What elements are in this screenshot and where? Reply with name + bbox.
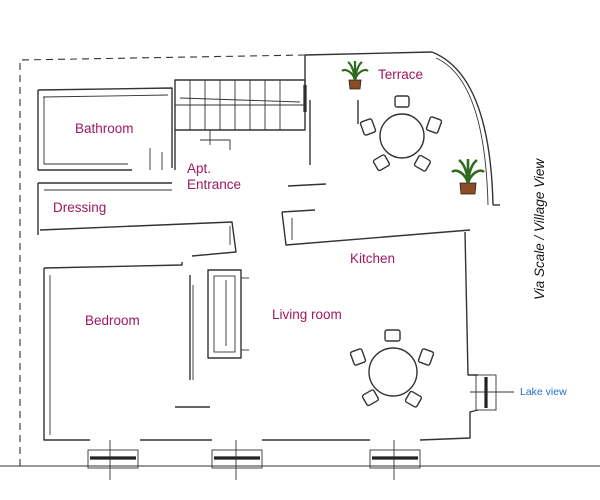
chair-icon: [349, 348, 367, 366]
room-label-apt-line1: Apt.: [187, 161, 211, 176]
chair-icon: [417, 348, 435, 366]
chair-icon: [359, 118, 377, 136]
room-label-dressing: Dressing: [53, 200, 106, 215]
outer-walls: [43, 231, 479, 441]
windows: [87, 374, 510, 480]
room-label-apt-line2: Entrance: [187, 177, 241, 192]
partitions: [175, 100, 359, 408]
property-boundary: [0, 54, 600, 467]
staircase: [174, 79, 306, 170]
chair-icon: [425, 116, 443, 134]
room-label-living: Living room: [272, 307, 342, 322]
living-dining-table-icon: [349, 329, 435, 408]
chair-icon: [372, 154, 391, 172]
terrace-dining-table-icon: [359, 95, 443, 172]
chair-icon: [404, 390, 423, 408]
room-label-terrace: Terrace: [378, 67, 423, 82]
chair-icon: [413, 154, 432, 172]
kitchen-walls: [281, 183, 471, 246]
lake-view-label: Lake view: [520, 386, 567, 398]
terrace-walls: [303, 51, 500, 206]
chair-icon: [394, 95, 410, 108]
sofa-icon: [207, 269, 249, 359]
chair-icon: [361, 389, 380, 407]
plan-title: Via Scale / Village View: [532, 158, 547, 300]
plant-icon: [451, 158, 485, 195]
room-label-bedroom: Bedroom: [85, 313, 140, 328]
room-label-bathroom: Bathroom: [75, 121, 134, 136]
bathroom-walls: [37, 87, 173, 171]
room-label-kitchen: Kitchen: [350, 251, 395, 266]
dressing-walls: [37, 182, 237, 257]
plant-icon: [341, 61, 369, 90]
chair-icon: [384, 329, 401, 342]
